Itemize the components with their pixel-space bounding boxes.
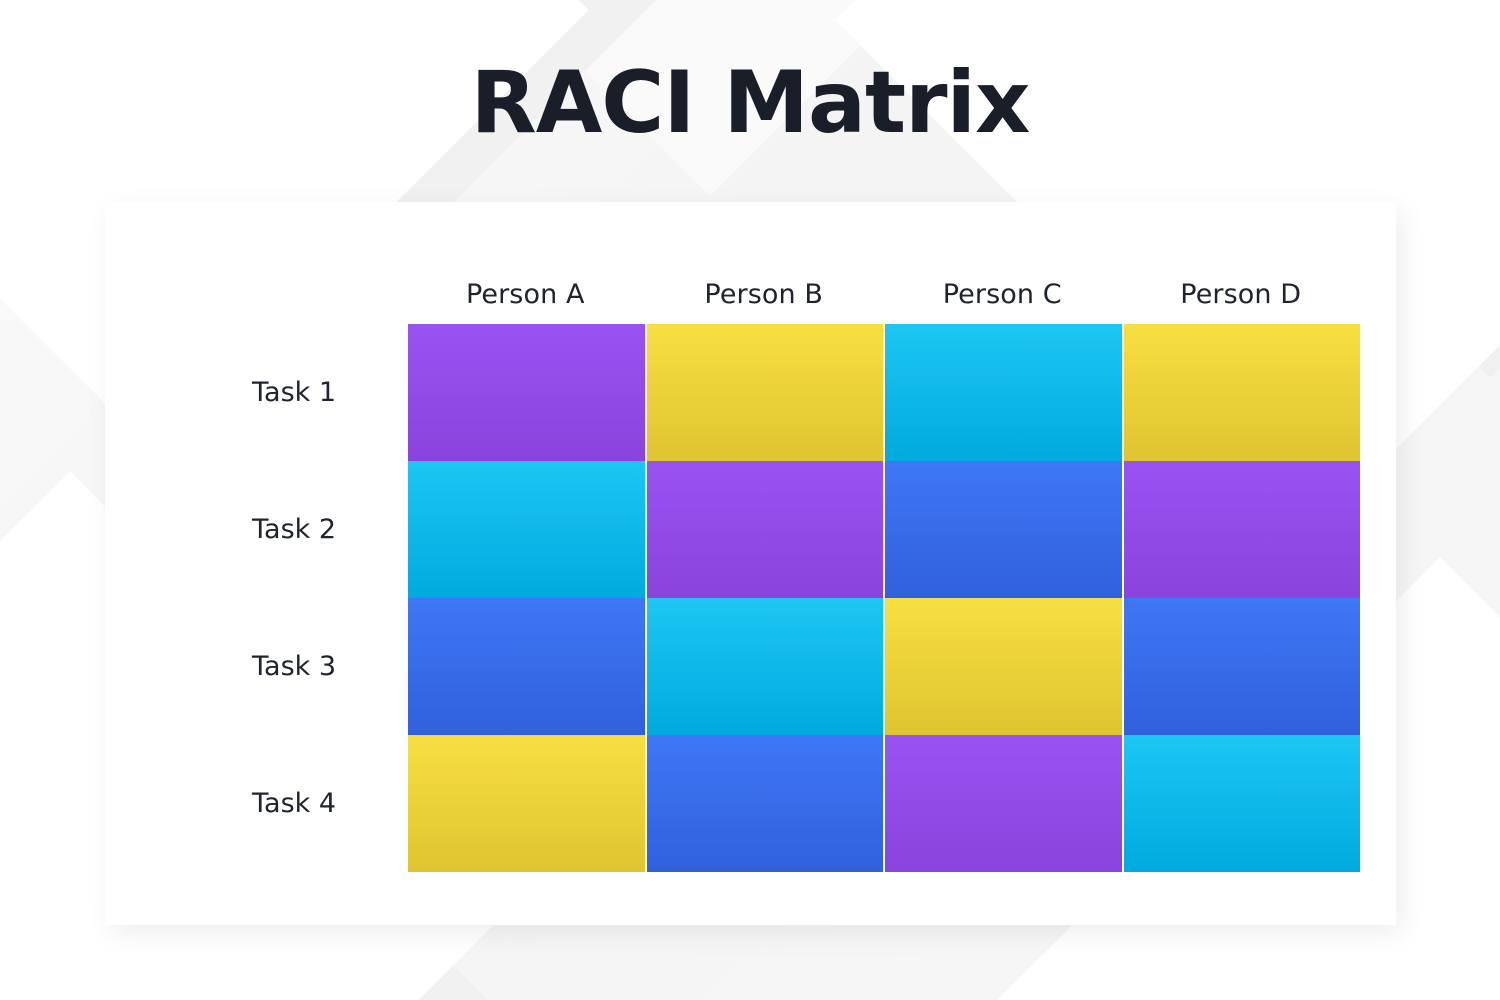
matrix-cell-task1-person-c[interactable]: [885, 324, 1122, 461]
column-header-person-d: Person D: [1180, 278, 1302, 310]
matrix-cell-task1-person-d[interactable]: [1123, 324, 1360, 461]
matrix-row: Task 3: [250, 598, 1360, 735]
page-title: RACI Matrix: [470, 53, 1031, 153]
matrix-row: Task 4: [250, 735, 1360, 872]
matrix-column-headers: Person A Person B Person C Person D: [250, 264, 1360, 324]
matrix-cell-task4-person-b[interactable]: [646, 735, 883, 872]
matrix-cell-task4-person-c[interactable]: [885, 735, 1122, 872]
matrix-cell-task2-person-c[interactable]: [885, 461, 1122, 598]
matrix-cell-task2-person-a[interactable]: [408, 461, 645, 598]
raci-matrix: Person A Person B Person C Person D Task…: [250, 264, 1360, 872]
matrix-row: Task 1: [250, 324, 1360, 461]
matrix-cell-task4-person-d[interactable]: [1123, 735, 1360, 872]
row-header-task-1: Task 1: [252, 377, 337, 408]
matrix-cell-task3-person-d[interactable]: [1123, 598, 1360, 735]
matrix-cell-task2-person-b[interactable]: [646, 461, 883, 598]
matrix-cell-task1-person-b[interactable]: [646, 324, 883, 461]
matrix-cell-task4-person-a[interactable]: [408, 735, 645, 872]
row-header-task-3: Task 3: [252, 651, 337, 682]
row-header-task-4: Task 4: [252, 788, 337, 819]
matrix-row: Task 2: [250, 461, 1360, 598]
matrix-cell-task3-person-c[interactable]: [885, 598, 1122, 735]
column-header-person-c: Person C: [942, 278, 1062, 310]
matrix-cell-task3-person-b[interactable]: [646, 598, 883, 735]
column-header-person-b: Person B: [704, 278, 824, 310]
column-header-person-a: Person A: [465, 278, 585, 310]
matrix-card: Person A Person B Person C Person D Task…: [105, 202, 1396, 925]
matrix-body: Task 1 Task 2 Task 3: [250, 324, 1360, 872]
matrix-cell-task3-person-a[interactable]: [408, 598, 645, 735]
matrix-cell-task2-person-d[interactable]: [1123, 461, 1360, 598]
matrix-cell-task1-person-a[interactable]: [408, 324, 645, 461]
row-header-task-2: Task 2: [252, 514, 337, 545]
